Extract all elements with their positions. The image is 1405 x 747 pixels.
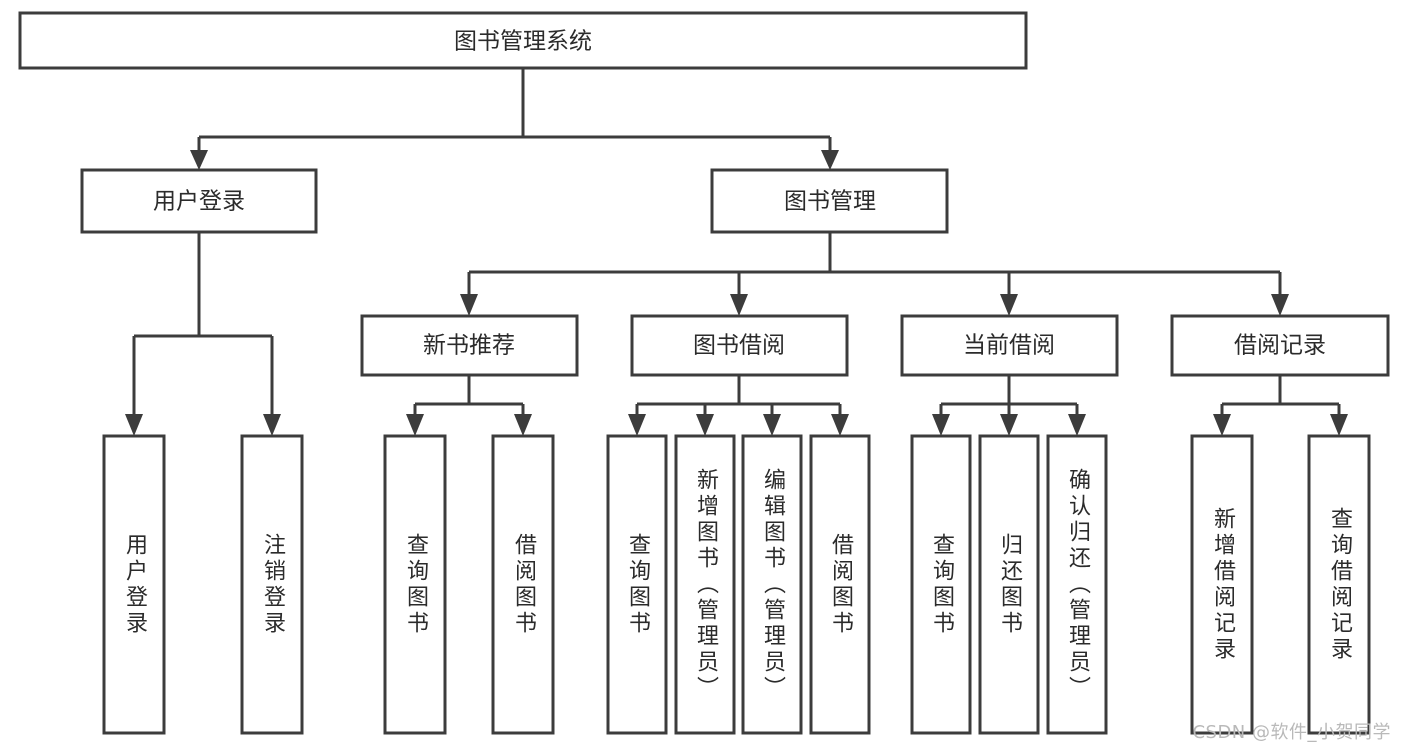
connectors-book-borrow-to-leaves <box>628 375 849 436</box>
arrow-head-leaf-bb-2 <box>696 414 714 436</box>
leaf-box-nbr-borrow-book[interactable] <box>491 434 555 735</box>
connectors-new-book-recommend-to-leaves <box>406 375 532 436</box>
node-book-borrow[interactable]: 图书借阅 <box>630 314 849 377</box>
arrow-head-book-borrow <box>730 294 748 316</box>
connectors-user-login-to-leaves <box>125 232 281 436</box>
leaf-box-logout[interactable] <box>240 434 304 735</box>
leaf-box-bb-add-book[interactable] <box>674 434 736 735</box>
arrow-head-leaf-cb-2 <box>1000 414 1018 436</box>
connectors-current-borrow-to-leaves <box>932 375 1086 436</box>
arrow-head-leaf-bb-1 <box>628 414 646 436</box>
leaf-box-cb-return-book[interactable] <box>978 434 1040 735</box>
node-current-borrow[interactable]: 当前借阅 <box>900 314 1119 377</box>
leaf-box-bb-edit-book[interactable] <box>741 434 803 735</box>
node-user-login-label: 用户登录 <box>153 189 245 215</box>
leaf-box-user-login[interactable] <box>102 434 166 735</box>
leaf-box-cb-query-book[interactable] <box>910 434 972 735</box>
leaf-boxes-user-login <box>102 434 304 735</box>
leaf-boxes-current-borrow <box>910 434 1108 735</box>
node-new-book-recommend-box[interactable] <box>360 314 579 377</box>
arrow-head-user-login <box>190 150 208 170</box>
leaf-box-bb-query-book[interactable] <box>606 434 668 735</box>
arrow-head-leaf-nbr-2 <box>514 414 532 436</box>
connectors-root-to-level2 <box>190 68 839 170</box>
node-current-borrow-label: 当前借阅 <box>963 333 1055 359</box>
node-book-borrow-box[interactable] <box>630 314 849 377</box>
arrow-head-leaf-br-2 <box>1330 414 1348 436</box>
leaf-boxes-borrow-record <box>1190 434 1371 735</box>
node-new-book-recommend[interactable]: 新书推荐 <box>360 314 579 377</box>
node-borrow-record-label: 借阅记录 <box>1234 333 1326 359</box>
arrow-head-book-mgmt <box>821 150 839 170</box>
leaf-boxes-new-book-recommend <box>383 434 555 735</box>
arrow-head-current-borrow <box>1000 294 1018 316</box>
node-user-login[interactable]: 用户登录 <box>80 168 318 234</box>
node-book-management-box[interactable] <box>710 168 949 234</box>
leaf-box-bb-borrow-book[interactable] <box>809 434 871 735</box>
arrow-head-leaf-cb-1 <box>932 414 950 436</box>
arrow-head-leaf-user-login <box>125 414 143 436</box>
node-root-label: 图书管理系统 <box>454 29 592 55</box>
node-borrow-record[interactable]: 借阅记录 <box>1170 314 1390 377</box>
connectors-borrow-record-to-leaves <box>1213 375 1348 436</box>
node-borrow-record-box[interactable] <box>1170 314 1390 377</box>
leaf-boxes-book-borrow <box>606 434 871 735</box>
node-root[interactable]: 图书管理系统 <box>18 11 1028 70</box>
node-book-management-label: 图书管理 <box>784 189 876 215</box>
node-book-borrow-label: 图书借阅 <box>693 333 785 359</box>
node-new-book-recommend-label: 新书推荐 <box>423 333 515 359</box>
leaf-box-cb-confirm-return[interactable] <box>1046 434 1108 735</box>
leaf-box-nbr-query-book[interactable] <box>383 434 447 735</box>
node-user-login-box[interactable] <box>80 168 318 234</box>
arrow-head-leaf-br-1 <box>1213 414 1231 436</box>
connectors-book-mgmt-to-level3 <box>460 232 1289 316</box>
arrow-head-leaf-nbr-1 <box>406 414 424 436</box>
node-root-box[interactable] <box>18 11 1028 70</box>
arrow-head-new-book-recommend <box>460 294 478 316</box>
node-book-management[interactable]: 图书管理 <box>710 168 949 234</box>
arrow-head-borrow-record <box>1271 294 1289 316</box>
node-current-borrow-box[interactable] <box>900 314 1119 377</box>
arrow-head-leaf-bb-4 <box>831 414 849 436</box>
watermark-text: CSDN @软件_小贺同学 <box>1192 722 1391 743</box>
arrow-head-leaf-bb-3 <box>763 414 781 436</box>
leaf-box-br-add-record[interactable] <box>1190 434 1254 735</box>
leaf-box-br-query-record[interactable] <box>1307 434 1371 735</box>
arrow-head-leaf-cb-3 <box>1068 414 1086 436</box>
arrow-head-leaf-logout <box>263 414 281 436</box>
